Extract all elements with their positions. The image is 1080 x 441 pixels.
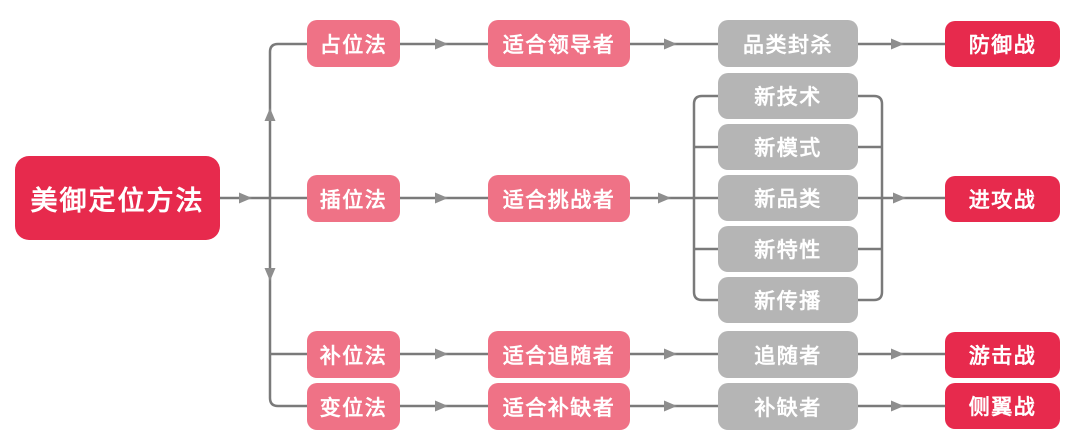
node-fit-follower: 适合追随者 bbox=[488, 331, 630, 378]
arrowheads bbox=[239, 38, 906, 412]
node-strategy-defensive: 防御战 bbox=[945, 21, 1060, 67]
arrowhead-row4-c-icon bbox=[891, 400, 904, 412]
node-strategy-offensive: 进攻战 bbox=[945, 176, 1060, 222]
node-method-occupy: 占位法 bbox=[307, 20, 400, 67]
node-tactic-follower: 追随者 bbox=[718, 331, 858, 378]
node-fit-challenger: 适合挑战者 bbox=[488, 175, 630, 222]
arrowhead-branch-up-icon bbox=[264, 108, 276, 121]
arrowhead-branch-down-icon bbox=[264, 268, 276, 281]
node-tactic-new-category: 新品类 bbox=[718, 175, 858, 221]
node-method-shift: 变位法 bbox=[307, 383, 400, 430]
node-tactic-nicher: 补缺者 bbox=[718, 383, 858, 430]
arrowhead-row1-a-icon bbox=[435, 38, 448, 50]
node-tactic-category-block: 品类封杀 bbox=[718, 20, 858, 67]
arrowhead-root-right-icon bbox=[239, 192, 252, 204]
arrowhead-row4-b-icon bbox=[664, 400, 677, 412]
connector-branch-down-method4 bbox=[268, 198, 307, 408]
arrowhead-row1-c-icon bbox=[891, 38, 904, 50]
node-tactic-new-feature: 新特性 bbox=[718, 226, 858, 272]
connector-branch-up-method1 bbox=[268, 42, 307, 198]
bracket-left bbox=[692, 94, 718, 302]
node-root: 美御定位方法 bbox=[15, 156, 220, 240]
node-tactic-new-technology: 新技术 bbox=[718, 73, 858, 119]
arrowhead-row2-b-icon bbox=[658, 192, 671, 204]
arrowhead-row1-b-icon bbox=[664, 38, 677, 50]
node-strategy-guerrilla: 游击战 bbox=[945, 332, 1060, 378]
node-method-fill: 补位法 bbox=[307, 331, 400, 378]
arrowhead-row2-a-icon bbox=[435, 192, 448, 204]
node-strategy-flanking: 侧翼战 bbox=[945, 383, 1060, 429]
node-tactic-new-communication: 新传播 bbox=[718, 277, 858, 323]
node-fit-leader: 适合领导者 bbox=[488, 20, 630, 67]
arrowhead-row3-c-icon bbox=[891, 348, 904, 360]
node-tactic-new-model: 新模式 bbox=[718, 124, 858, 170]
arrowhead-row3-a-icon bbox=[435, 348, 448, 360]
node-method-insert: 插位法 bbox=[307, 175, 400, 222]
arrowhead-row3-b-icon bbox=[664, 348, 677, 360]
arrowhead-row2-c-icon bbox=[893, 192, 906, 204]
node-fit-nicher: 适合补缺者 bbox=[488, 383, 630, 430]
arrowhead-row4-a-icon bbox=[435, 400, 448, 412]
